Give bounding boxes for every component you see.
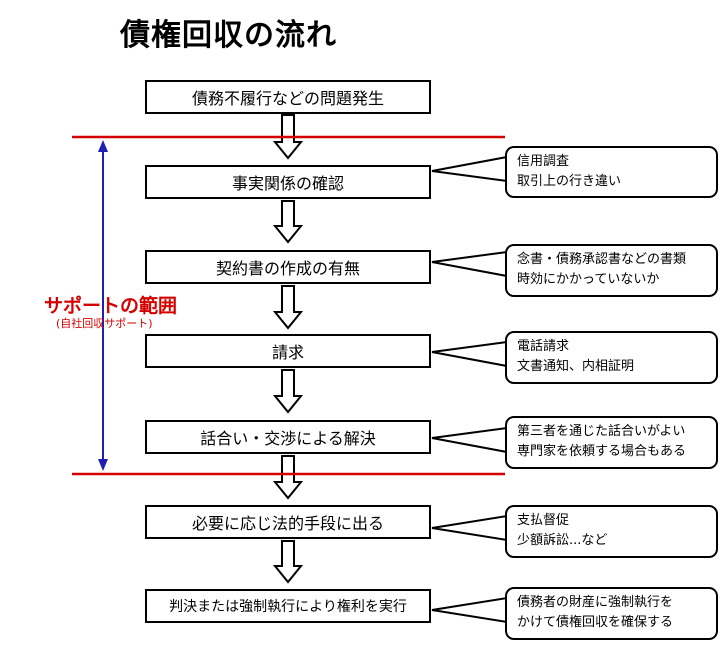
- callout-note-5: 支払督促 少額訴訟...など: [505, 505, 718, 558]
- support-range-label: サポートの範囲: [44, 295, 178, 317]
- step-legal-action: 必要に応じ法的手段に出る: [145, 505, 431, 539]
- callout-tail-4: [431, 426, 508, 454]
- callout-note-6: 債務者の財産に強制執行を かけて債権回収を確保する: [505, 587, 718, 640]
- callout-note-6-line-1: 債務者の財産に強制執行を: [517, 595, 674, 610]
- callout-note-4-line-1: 第三者を通じた話合いがよい: [517, 424, 686, 439]
- callout-note-4: 第三者を通じた話合いがよい 専門家を依頼する場合もある: [505, 416, 718, 469]
- callout-note-5-line-2: 少額訴訟...など: [517, 533, 608, 548]
- callout-note-2-line-2: 時効にかかっていないか: [517, 272, 660, 287]
- step-negotiation: 話合い・交渉による解決: [145, 420, 431, 454]
- callout-note-5-line-1: 支払督促: [517, 513, 570, 528]
- down-arrow-5: [272, 455, 304, 500]
- callout-tail-3: [431, 340, 508, 368]
- step-claim: 請求: [145, 334, 431, 368]
- callout-note-2-line-1: 念書・債務承認書などの書類: [517, 252, 687, 267]
- callout-note-4-line-2: 専門家を依頼する場合もある: [517, 444, 687, 459]
- callout-tail-2: [431, 250, 508, 278]
- down-arrow-4: [272, 369, 304, 414]
- step-problem-occurs: 債務不履行などの問題発生: [145, 80, 431, 114]
- callout-note-3: 電話請求 文書通知、内相証明: [505, 331, 718, 384]
- callout-note-3-line-2: 文書通知、内相証明: [517, 359, 635, 374]
- support-range-sublabel: (自社回収サポート): [56, 317, 153, 330]
- callout-note-2: 念書・債務承認書などの書類 時効にかかっていないか: [505, 244, 718, 297]
- support-range-arrow: [98, 140, 108, 471]
- callout-note-3-line-1: 電話請求: [517, 339, 570, 354]
- step-enforcement: 判決または強制執行により権利を実行: [145, 589, 431, 623]
- callout-note-6-line-2: かけて債権回収を確保する: [517, 615, 674, 630]
- step-confirm-facts: 事実関係の確認: [145, 165, 431, 199]
- step-contract-check: 契約書の作成の有無: [145, 250, 431, 284]
- down-arrow-2: [272, 200, 304, 244]
- down-arrow-6: [272, 540, 304, 584]
- callout-tail-6: [431, 596, 508, 624]
- callout-note-1-line-2: 取引上の行き違い: [517, 174, 622, 189]
- page-title: 債権回収の流れ: [120, 18, 337, 53]
- callout-note-1: 信用調査 取引上の行き違い: [505, 146, 718, 198]
- down-arrow-3: [272, 285, 304, 330]
- callout-note-1-line-1: 信用調査: [517, 154, 570, 169]
- callout-tail-5: [431, 514, 508, 542]
- callout-tail-1: [431, 155, 508, 183]
